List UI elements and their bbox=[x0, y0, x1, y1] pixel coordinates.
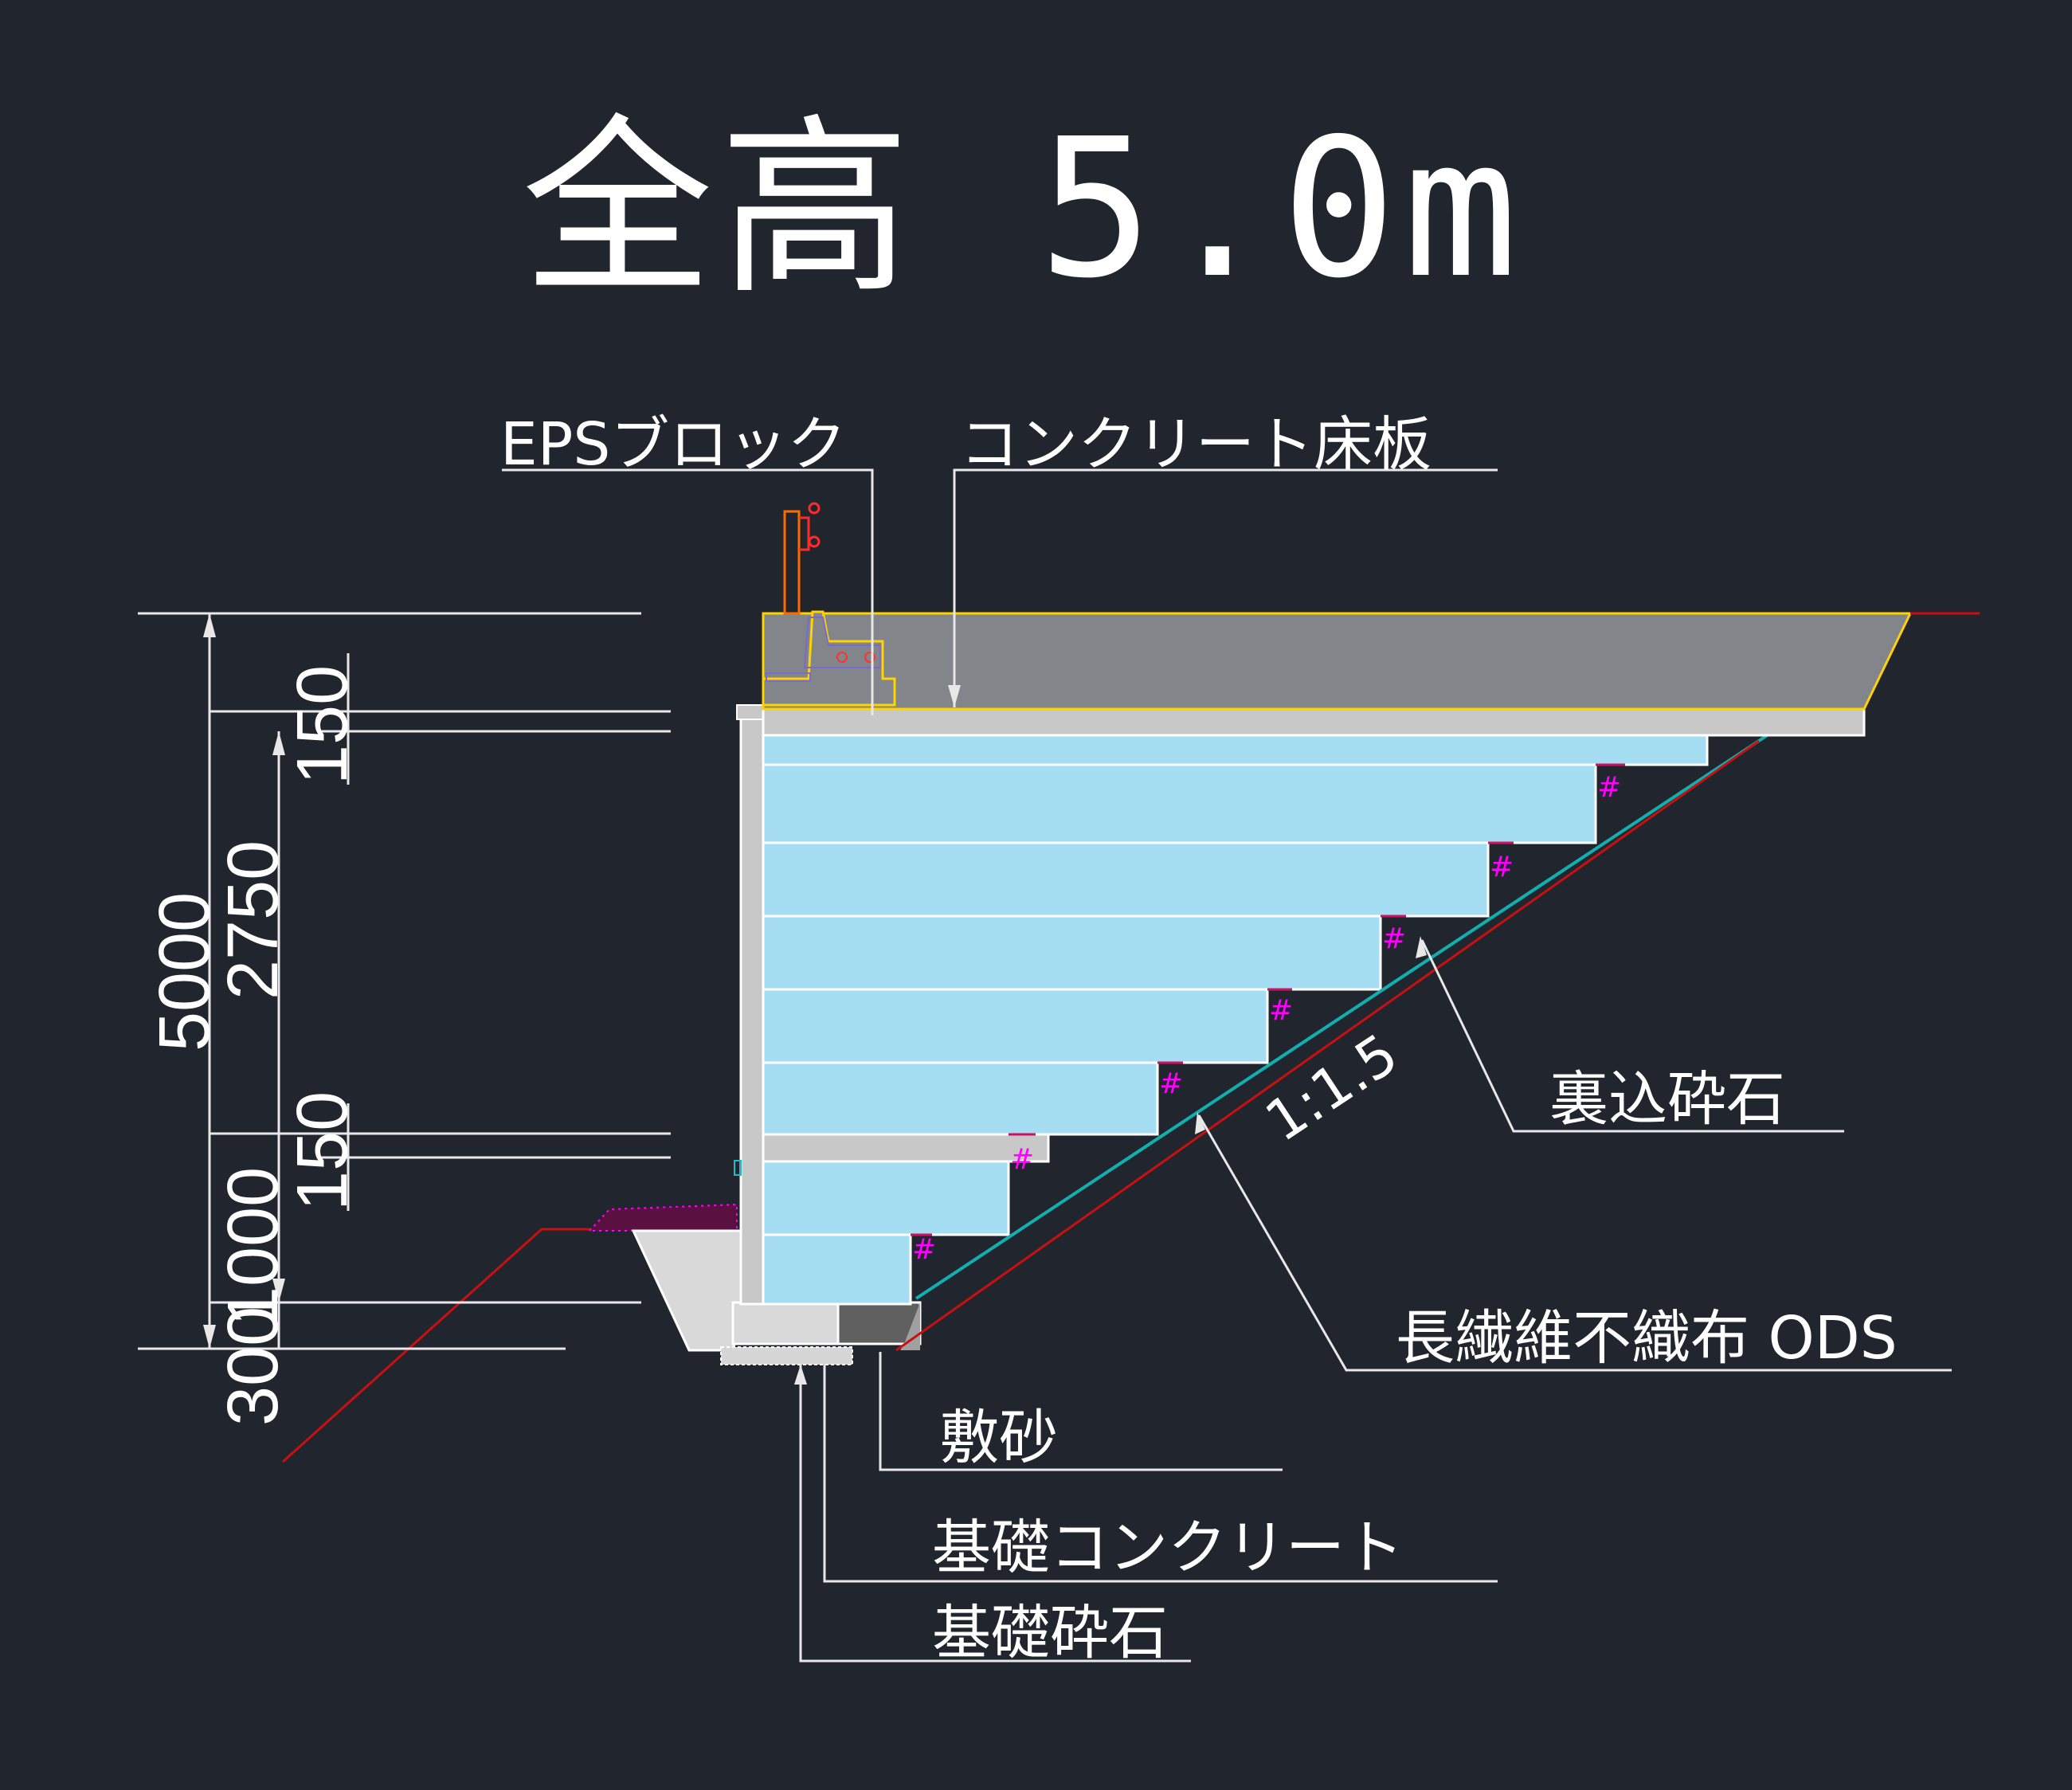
eps-layer-6 bbox=[762, 1061, 1159, 1136]
eps-layer-5 bbox=[762, 988, 1269, 1064]
svg-text:#: # bbox=[1269, 994, 1293, 1027]
excavation-slope-line bbox=[895, 739, 1760, 1352]
label-slope: 1:1.5 bbox=[1254, 1021, 1409, 1154]
guard-rail-bracket bbox=[799, 516, 810, 551]
eps-layer-1 bbox=[762, 733, 1709, 766]
label-concrete-slab: コンクリート床板 bbox=[960, 410, 1432, 479]
dimension-arrows bbox=[203, 613, 285, 1349]
label-foundation-stone: 基礎砕石 bbox=[932, 1599, 1168, 1667]
eps-layer-2 bbox=[762, 763, 1597, 844]
concrete-slab bbox=[762, 707, 1866, 737]
dim-lower-150: 150 bbox=[283, 1091, 362, 1211]
foundation-concrete bbox=[631, 1229, 746, 1352]
guard-rail bbox=[762, 502, 896, 707]
wall-marker bbox=[734, 1160, 742, 1176]
backfill-stone-outline bbox=[911, 763, 1625, 1236]
dim-base-1000: 1000 bbox=[213, 1167, 293, 1326]
svg-text:#: # bbox=[1597, 771, 1621, 804]
label-nonwoven: 長繊維不織布 ODS bbox=[1396, 1304, 1898, 1373]
dim-total: 5000 bbox=[145, 892, 225, 1052]
dim-middle-2750: 2750 bbox=[213, 840, 293, 1000]
svg-text:#: # bbox=[1490, 851, 1514, 883]
eps-layer-8 bbox=[762, 1233, 912, 1306]
label-eps-block: EPSブロック bbox=[500, 410, 846, 479]
dim-footing-300: 300 bbox=[213, 1306, 293, 1426]
guard-post bbox=[783, 510, 801, 615]
title: 全高 5.0m bbox=[522, 97, 1524, 320]
dimension-lines bbox=[138, 612, 671, 1350]
pavement bbox=[762, 612, 1913, 711]
eps-layer-3 bbox=[762, 841, 1490, 918]
label-bedding-sand: 敷砂 bbox=[940, 1404, 1058, 1472]
eps-mid-slab bbox=[762, 1133, 1050, 1163]
label-backfill-stone: 裏込砕石 bbox=[1549, 1065, 1785, 1134]
svg-text:#: # bbox=[1010, 1143, 1034, 1176]
surface-stone-left bbox=[587, 1203, 738, 1232]
barrier-core bbox=[803, 617, 881, 668]
leader-arrowheads bbox=[794, 685, 1427, 1385]
footing-block-light bbox=[731, 1301, 840, 1345]
svg-text:#: # bbox=[912, 1233, 936, 1266]
svg-text:#: # bbox=[1159, 1067, 1183, 1100]
ground-line bbox=[281, 1228, 593, 1463]
svg-text:#: # bbox=[1382, 922, 1406, 955]
foundation-stone bbox=[720, 1346, 853, 1365]
label-foundation-concrete: 基礎コンクリート bbox=[932, 1514, 1404, 1582]
dim-upper-150: 150 bbox=[283, 665, 362, 785]
eps-blocks bbox=[762, 733, 1709, 1306]
geotextile-line bbox=[915, 733, 1770, 1300]
eps-layer-7 bbox=[762, 1160, 1010, 1236]
backfill-stone-marks: # # # # # # # bbox=[912, 771, 1621, 1266]
footing-block-dark bbox=[836, 1301, 922, 1345]
dimension-text: 5000 150 2750 150 1000 300 bbox=[145, 665, 362, 1426]
wall-face bbox=[739, 711, 765, 1306]
eps-layer-4 bbox=[762, 915, 1382, 991]
leader-lines bbox=[502, 468, 1952, 1663]
